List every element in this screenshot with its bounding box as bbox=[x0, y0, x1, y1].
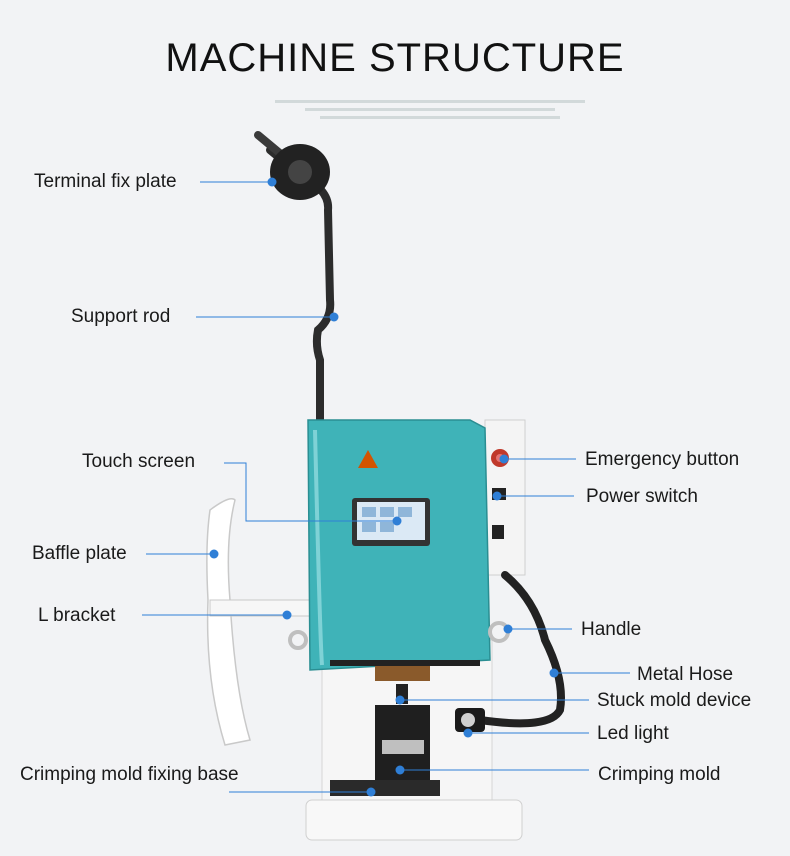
label-stuck-mold-device: Stuck mold device bbox=[597, 690, 752, 711]
l-bracket bbox=[209, 599, 316, 617]
leader-lines bbox=[142, 181, 630, 793]
label-baffle-plate: Baffle plate bbox=[32, 543, 127, 564]
label-terminal-fix-plate: Terminal fix plate bbox=[34, 171, 177, 192]
baffle-plate bbox=[206, 498, 251, 746]
label-emergency-button: Emergency button bbox=[585, 449, 740, 470]
label-l-bracket: L bracket bbox=[38, 605, 116, 626]
brand-logo bbox=[358, 450, 378, 468]
label-led-light: Led light bbox=[597, 723, 669, 744]
crimping-mold-base bbox=[330, 780, 440, 796]
subtitle-texture bbox=[275, 100, 585, 119]
stuck-mold-device bbox=[375, 663, 430, 681]
label-crimping-mold-fixing-base: Crimping mold fixing base bbox=[20, 764, 239, 785]
metal-hose bbox=[476, 571, 565, 728]
label-crimping-mold: Crimping mold bbox=[598, 764, 721, 785]
page-title: MACHINE STRUCTURE bbox=[165, 36, 625, 80]
leader-dots bbox=[209, 177, 559, 797]
label-handle: Handle bbox=[581, 619, 642, 640]
label-touch-screen: Touch screen bbox=[82, 451, 196, 472]
label-metal-hose: Metal Hose bbox=[637, 664, 734, 685]
label-support-rod: Support rod bbox=[71, 306, 171, 327]
label-power-switch: Power switch bbox=[586, 486, 698, 507]
